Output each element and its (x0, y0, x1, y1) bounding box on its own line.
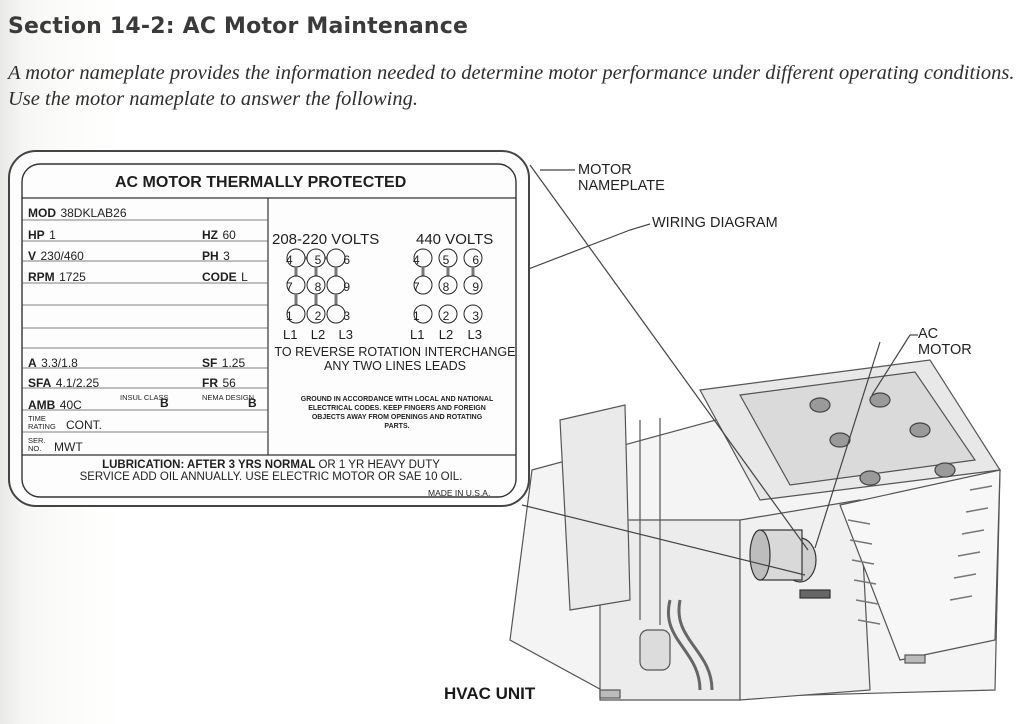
row-v: V 230/460 (28, 249, 84, 263)
section-heading: AC Motor Maintenance (182, 14, 469, 39)
section-number: Section 14-2: (8, 14, 175, 39)
made-in-label: MADE IN U.S.A. (428, 488, 491, 498)
ser-no-label: SER. NO. (28, 436, 46, 453)
insul-class-label: INSUL CLASS (120, 393, 169, 402)
row-hz: HZ 60 (202, 228, 236, 242)
insul-class-value: B (160, 396, 169, 410)
reverse-rotation-note: TO REVERSE ROTATION INTERCHANGE ANY TWO … (274, 345, 516, 373)
row-sfa: SFA 4.1/2.25 (28, 376, 100, 390)
ser-no-value: MWT (54, 440, 83, 454)
callout-ac-motor: AC MOTOR (918, 326, 972, 358)
row-mod: MOD 38DKLAB26 (28, 206, 127, 220)
nameplate-title: AC MOTOR THERMALLY PROTECTED (115, 174, 407, 191)
nema-design-label: NEMA DESIGN (202, 393, 255, 402)
time-rating-value: CONT. (66, 418, 102, 432)
nameplate-border-lines (21, 163, 517, 498)
volts-low-label: 208-220 VOLTS (272, 231, 380, 248)
section-title: Section 14-2: AC Motor Maintenance (8, 14, 468, 39)
volts-high-label: 440 VOLTS (416, 231, 494, 248)
lubrication-note: LUBRICATION: AFTER 3 YRS NORMAL OR 1 YR … (79, 459, 463, 483)
row-code: CODE L (202, 270, 248, 284)
callout-wiring-diagram: WIRING DIAGRAM (652, 215, 778, 231)
callout-hvac-unit: HVAC UNIT (444, 684, 536, 703)
row-ph: PH 3 (202, 249, 230, 263)
callout-motor-nameplate: MOTOR NAMEPLATE (578, 162, 665, 194)
time-rating-label: TIME RATING (28, 414, 56, 431)
intro-paragraph: A motor nameplate provides the informati… (8, 62, 1015, 110)
row-hp: HP 1 (28, 228, 56, 242)
row-a: A 3.3/1.8 (28, 356, 78, 370)
motor-nameplate: AC MOTOR THERMALLY PROTECTED MOD 38DKLAB… (8, 150, 530, 507)
row-sf: SF 1.25 (202, 356, 246, 370)
nema-design-value: B (248, 396, 257, 410)
row-amb: AMB 40C (28, 398, 82, 412)
row-fr: FR 56 (202, 376, 236, 390)
row-rpm: RPM 1725 (28, 270, 86, 284)
ground-safety-note: GROUND IN ACCORDANCE WITH LOCAL AND NATI… (300, 396, 494, 430)
